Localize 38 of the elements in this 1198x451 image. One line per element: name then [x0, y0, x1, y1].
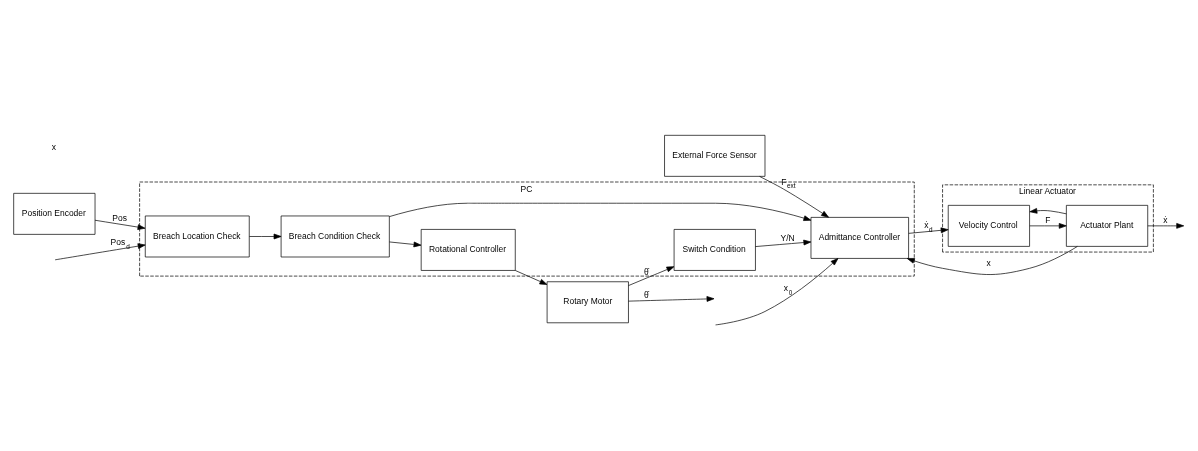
arrow [628, 265, 675, 286]
edge-label: θ̇ [644, 266, 649, 277]
node-box: Actuator Plant [1066, 204, 1149, 247]
edge-label: F$_{ext}$ [781, 176, 796, 189]
arrow [908, 227, 949, 234]
arrow [715, 257, 839, 325]
node-box: Breach Condition Check [280, 215, 390, 257]
node-box: Switch Condition [673, 228, 756, 271]
edge-label: Y/N [780, 232, 795, 243]
arrow [755, 239, 812, 247]
arrow [54, 242, 146, 260]
arrow [628, 295, 715, 302]
node-box: Admittance Controller [810, 216, 909, 259]
edge-label: θ̇ [644, 289, 649, 300]
arrow [759, 175, 829, 218]
edge-label: x [986, 257, 991, 268]
label: x [51, 141, 57, 152]
arrow [906, 245, 1078, 275]
node-box: Rotational Controller [420, 228, 516, 271]
edge-label: ẋ$_{d}$ [924, 219, 933, 233]
edge-label: Pos$_{d}$ [110, 236, 130, 250]
node-box: Breach Location Check [144, 215, 250, 257]
node-box: Rotary Motor [546, 280, 629, 323]
arrow [94, 219, 146, 230]
edge-label: ẋ [1163, 214, 1168, 225]
arrow [1147, 222, 1185, 229]
arrow [389, 202, 812, 221]
node-box: Position Encoder [13, 192, 96, 235]
arrow [389, 241, 422, 247]
node-box: External Force Sensor [664, 134, 766, 177]
arrow [1029, 207, 1067, 214]
arrow [514, 269, 548, 285]
edge-label: Pos [112, 212, 127, 223]
edge-label: F [1045, 214, 1051, 225]
arrow [249, 233, 282, 239]
edge-label: x$_{0}$ [783, 282, 793, 296]
node-box: Velocity Control [947, 204, 1030, 247]
arrow [1029, 222, 1067, 229]
